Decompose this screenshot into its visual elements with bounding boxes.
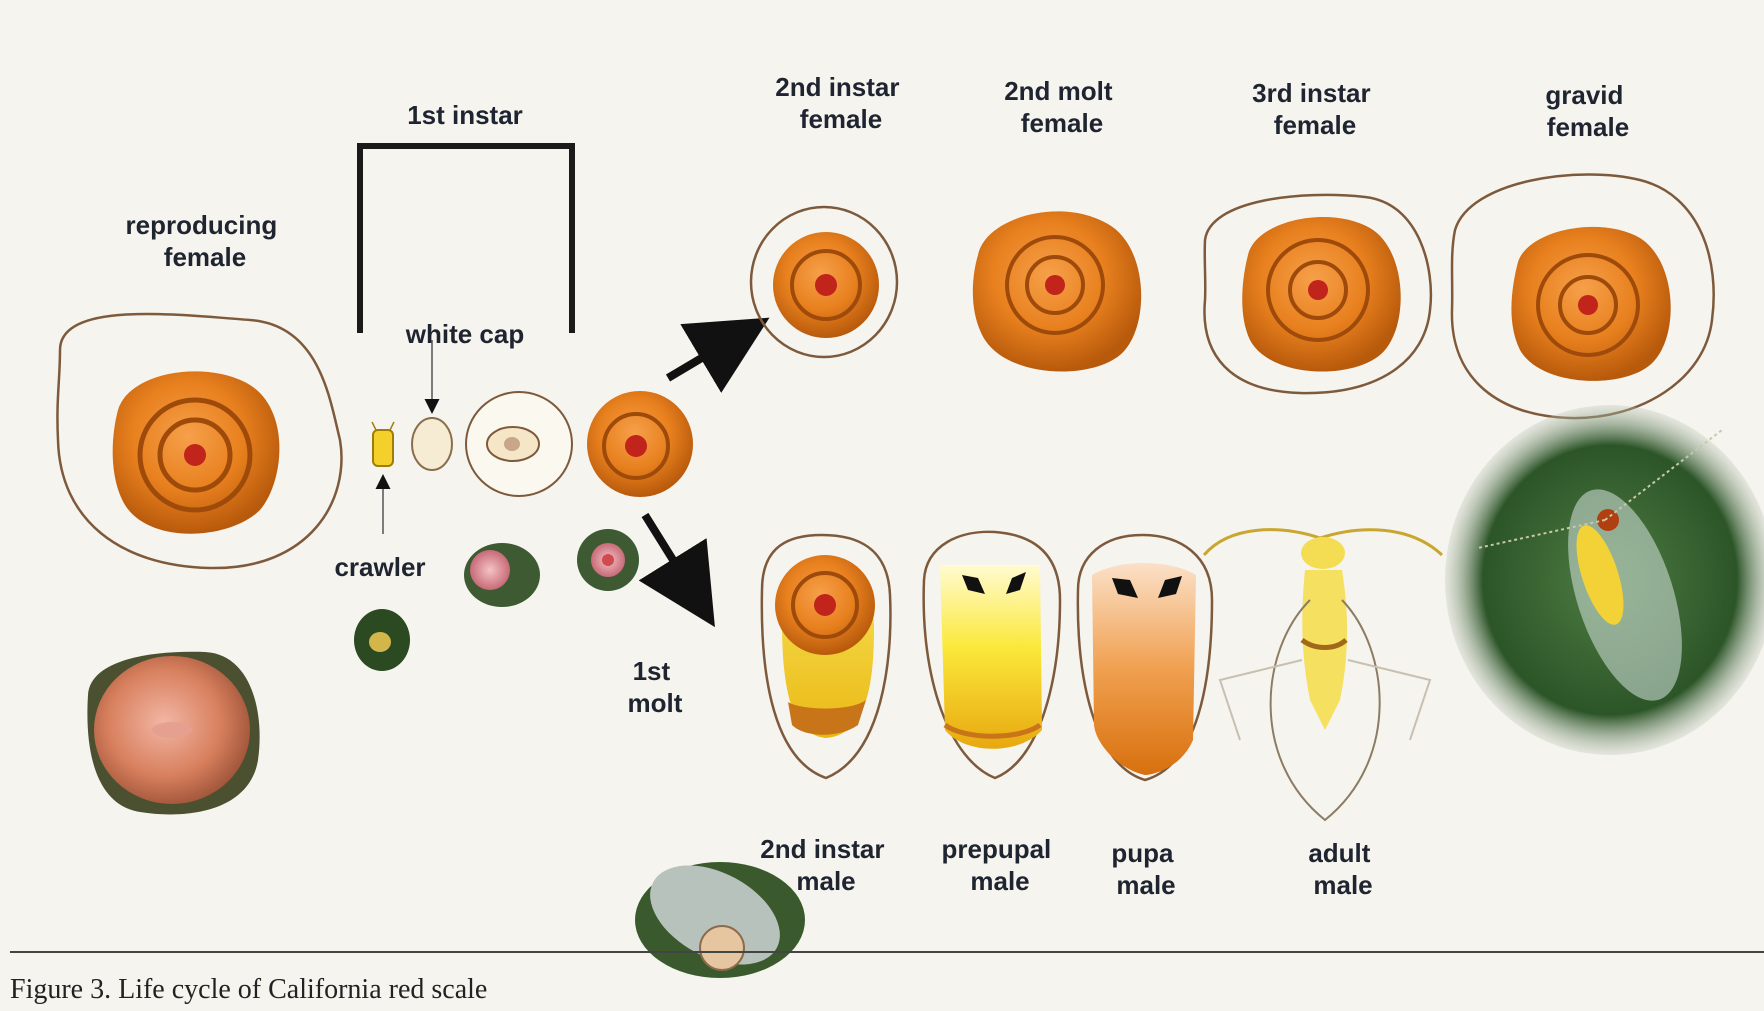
second-instar-male-scale [762, 535, 891, 778]
reproducing-female-photo [87, 652, 259, 815]
prepupal-male-scale [924, 532, 1060, 778]
label-prepupal-male: prepupal male [941, 834, 1058, 896]
pupa-male-scale [1078, 535, 1212, 780]
white-cap-stage [412, 340, 452, 470]
white-cap-scale [466, 392, 572, 496]
adult-male-photo [1445, 405, 1764, 755]
crawler-photo [354, 609, 410, 671]
pupa-male-photo [633, 845, 805, 985]
white-cap-photo [464, 543, 540, 607]
reproducing-female-scale [57, 314, 341, 568]
figure-caption: Figure 3. Life cycle of California red s… [10, 974, 487, 1005]
label-3rd-instar-female: 3rd instar female [1252, 78, 1378, 140]
label-white-cap: white cap [405, 319, 524, 349]
second-molt-female-scale [973, 211, 1141, 371]
label-reproducing-female: reproducing female [126, 210, 285, 272]
second-instar-female-scale [751, 207, 897, 357]
label-2nd-instar-female: 2nd instar female [775, 72, 906, 134]
label-1st-molt: 1st molt [628, 656, 683, 718]
adult-male-outline [1204, 530, 1442, 820]
arrow-to-female [668, 334, 742, 378]
arrow-to-male [645, 515, 698, 600]
third-instar-female-scale [1204, 195, 1430, 393]
label-gravid-female: gravid female [1545, 80, 1630, 142]
label-crawler: crawler [334, 552, 425, 582]
first-molt-photo [577, 529, 639, 591]
label-2nd-molt-female: 2nd molt female [1004, 76, 1120, 138]
crawler-stage [372, 422, 394, 534]
label-1st-instar: 1st instar [407, 100, 523, 130]
label-adult-male: adult male [1308, 838, 1377, 900]
label-pupa-male: pupa male [1111, 838, 1180, 900]
gravid-female-scale [1452, 174, 1714, 418]
first-molt-scale [587, 391, 693, 497]
first-instar-bracket [360, 146, 572, 333]
